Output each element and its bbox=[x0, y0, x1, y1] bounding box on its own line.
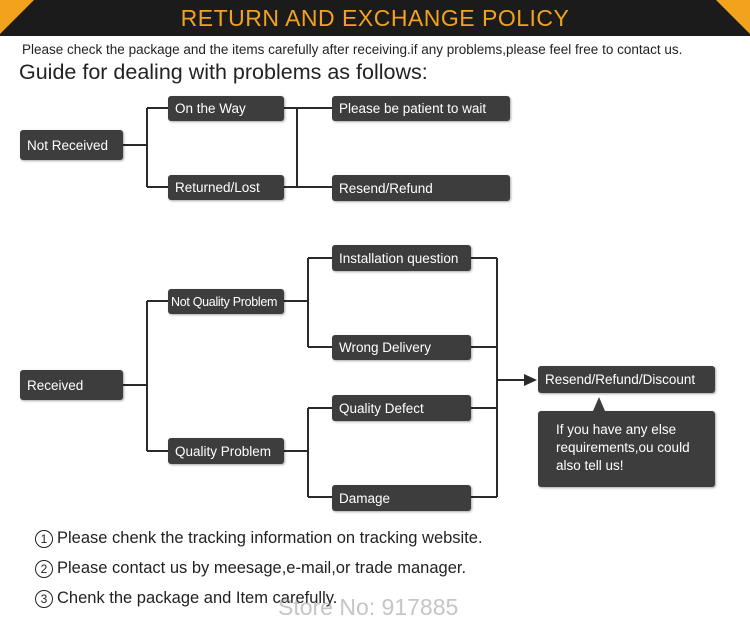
node-resend-refund: Resend/Refund bbox=[332, 175, 510, 201]
node-quality-problem: Quality Problem bbox=[168, 438, 284, 464]
requirements-note: If you have any else requirements,ou cou… bbox=[538, 411, 715, 487]
node-on-the-way: On the Way bbox=[168, 96, 284, 121]
note-pointer bbox=[593, 397, 605, 411]
tip-number: 1 bbox=[35, 529, 53, 548]
node-installation-question: Installation question bbox=[332, 245, 471, 271]
guide-heading: Guide for dealing with problems as follo… bbox=[19, 60, 428, 84]
node-not-quality-problem: Not Quality Problem bbox=[168, 289, 284, 314]
tip-text: Chenk the package and Item carefully. bbox=[57, 589, 338, 607]
node-received: Received bbox=[20, 370, 123, 400]
tip-item: 3 Chenk the package and Item carefully. bbox=[35, 589, 337, 608]
node-please-wait: Please be patient to wait bbox=[332, 96, 510, 121]
tip-item: 2 Please contact us by meesage,e-mail,or… bbox=[35, 559, 466, 578]
page-title: RETURN AND EXCHANGE POLICY bbox=[180, 5, 570, 31]
node-returned-lost: Returned/Lost bbox=[168, 175, 284, 200]
tip-text: Please chenk the tracking information on… bbox=[57, 529, 483, 547]
header-bar: RETURN AND EXCHANGE POLICY bbox=[0, 0, 750, 36]
tip-number: 2 bbox=[35, 559, 53, 578]
arrow-head bbox=[524, 374, 537, 386]
tip-number: 3 bbox=[35, 589, 53, 608]
node-quality-defect: Quality Defect bbox=[332, 395, 471, 421]
intro-text: Please check the package and the items c… bbox=[22, 42, 683, 57]
node-not-received: Not Received bbox=[20, 130, 123, 160]
tip-text: Please contact us by meesage,e-mail,or t… bbox=[57, 559, 467, 577]
header-corner-right bbox=[716, 0, 750, 34]
store-watermark: Store No: 917885 bbox=[278, 594, 459, 620]
tip-item: 1 Please chenk the tracking information … bbox=[35, 529, 483, 548]
header-corner-left bbox=[0, 0, 34, 34]
node-wrong-delivery: Wrong Delivery bbox=[332, 335, 471, 360]
node-resend-refund-discount: Resend/Refund/Discount bbox=[538, 366, 715, 393]
node-damage: Damage bbox=[332, 485, 471, 511]
